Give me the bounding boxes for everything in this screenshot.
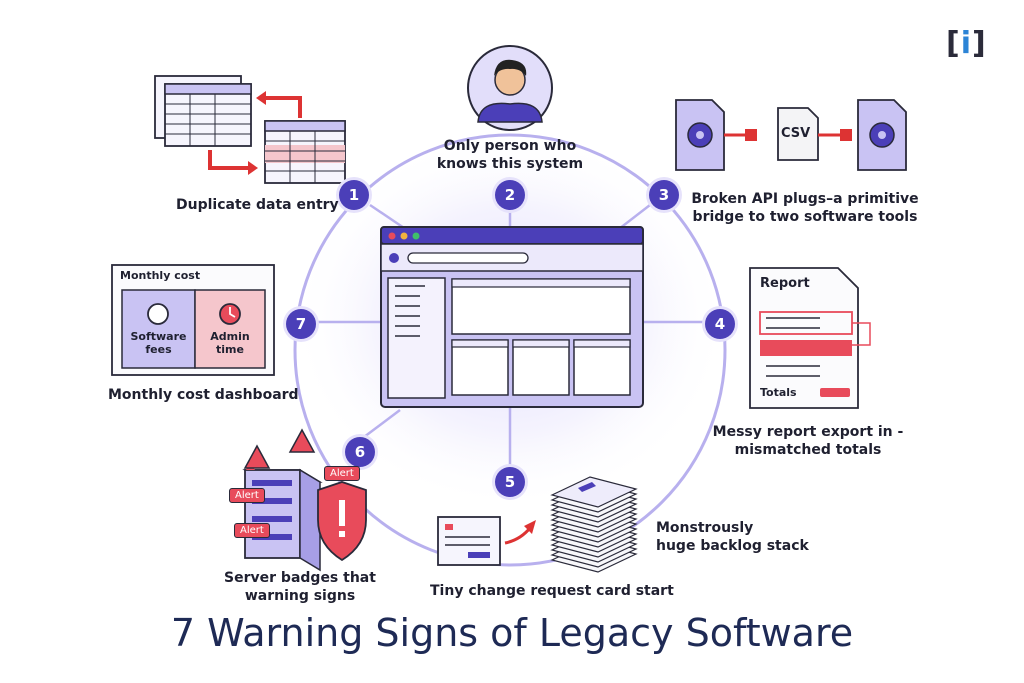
- spreadsheet-icon: [154, 75, 346, 184]
- csv-file-label: CSV: [781, 126, 811, 141]
- backlog-stack: [550, 476, 638, 573]
- alert-badge: Alert: [234, 523, 270, 538]
- cost-dashboard-panel: [111, 264, 275, 376]
- sign-7-label: Monthly cost dashboard: [108, 387, 299, 403]
- sign-5-card-label: Tiny change request card start: [430, 583, 674, 599]
- report-totals: Totals: [760, 386, 797, 399]
- brand-logo: [i]: [946, 26, 987, 61]
- report-title: Report: [760, 276, 810, 291]
- backlog-sheet: [550, 476, 638, 508]
- change-request-card: [437, 516, 536, 566]
- alert-badge: Alert: [324, 466, 360, 481]
- sign-number-5: 5: [495, 467, 525, 497]
- sign-number-4: 4: [705, 309, 735, 339]
- report-document-icon: [749, 267, 871, 409]
- sign-number-7: 7: [286, 309, 316, 339]
- person-avatar: [467, 45, 553, 131]
- orbit-ring: [293, 133, 727, 567]
- server-rack-icon: [242, 428, 367, 572]
- spokes: [315, 203, 705, 470]
- sign-4-label: Messy report export in -mismatched total…: [712, 424, 904, 458]
- dashboard-title: Monthly cost: [120, 269, 201, 282]
- dollar-icon: [147, 303, 169, 325]
- sign-number-3: 3: [649, 180, 679, 210]
- gear-icon: [389, 253, 399, 263]
- page-title: 7 Warning Signs of Legacy Software: [170, 611, 854, 655]
- api-plug-icon: [675, 99, 907, 171]
- sign-number-1: 1: [339, 180, 369, 210]
- sign-1-label: Duplicate data entry: [176, 197, 339, 213]
- legacy-app-window: [380, 226, 644, 408]
- sign-number-6: 6: [345, 437, 375, 467]
- sign-number-2: 2: [495, 180, 525, 210]
- sheet-tag: [578, 482, 596, 492]
- alert-badge: Alert: [229, 488, 265, 503]
